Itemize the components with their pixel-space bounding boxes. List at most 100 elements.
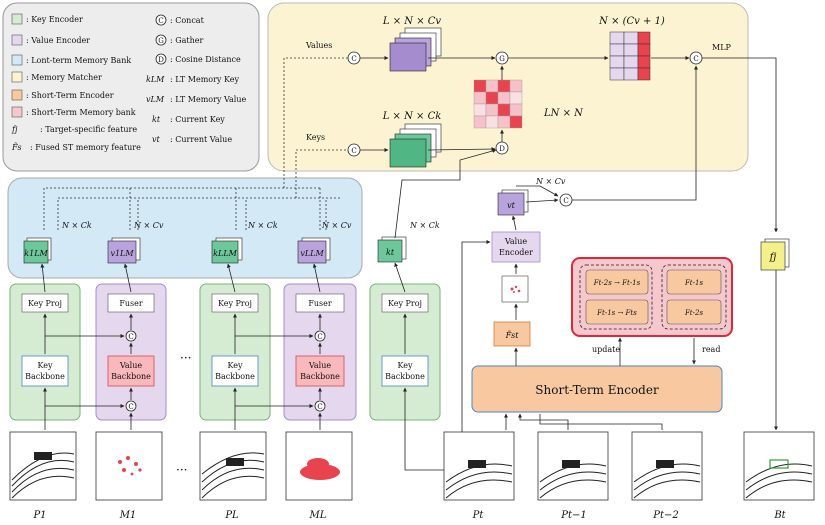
values-label: Values	[305, 41, 332, 50]
legend-lt-value-label: : LT Memory Value	[170, 95, 247, 104]
frame-mL	[285, 431, 353, 501]
legend-st-encoder-label: : Short-Term Encoder	[26, 91, 114, 100]
key-proj-current: Key Proj	[388, 299, 422, 308]
legend-lt-bank-label: : Lont-term Memory Bank	[26, 56, 131, 65]
memory-matcher-panel: Values Keys C C L × N × Cv L × N × Ck	[267, 2, 749, 172]
kL-label: kLLM	[213, 249, 237, 258]
st-cell-1: Ft-1s	[684, 279, 703, 287]
legend-cosine-symbol: D	[158, 56, 164, 64]
value-concat-1: C	[128, 403, 133, 411]
lt-value-feature-L: vLLM	[297, 237, 331, 264]
lt-key-feature-L: kLLM	[211, 237, 243, 264]
fuser-L: Fuser	[308, 299, 332, 308]
legend-value-encoder-label: : Value Encoder	[26, 36, 90, 45]
key-backbone-current-a: Key	[397, 361, 412, 370]
legend-concat-label: : Concat	[170, 16, 205, 25]
pt2-label: Pt−2	[652, 510, 679, 521]
p1-label: P1	[32, 510, 46, 521]
legend-value-encoder: : Value Encoder	[11, 34, 90, 46]
fuser-1: Fuser	[119, 299, 143, 308]
vL-dim: N × Cv	[321, 221, 352, 230]
legend-cosine: D : Cosine Distance	[155, 53, 241, 65]
keys-concat-symbol: C	[351, 147, 356, 155]
legend-kt-symbol: kt	[152, 115, 161, 124]
frame-pt	[443, 431, 515, 501]
key-backbone-1-a: Key	[37, 361, 52, 370]
kL-dim: N × Ck	[247, 221, 278, 230]
key-proj-1: Key Proj	[28, 299, 62, 308]
gather-symbol: G	[499, 55, 505, 63]
st-cell-0: Ft-2s → Ft-1s	[593, 279, 641, 287]
legend-current-key-label: : Current Key	[170, 115, 225, 124]
lt-value-feature-1: v1LM	[107, 237, 141, 264]
legend-gather: G : Gather	[155, 34, 204, 46]
mL-label: ML	[309, 510, 327, 521]
predicted-mask-thumb	[501, 275, 529, 303]
value-encoder-a: Value	[504, 237, 528, 246]
bt-label: Bt	[773, 510, 786, 521]
gather-out-dim: N × (Cv + 1)	[598, 16, 665, 27]
v1-dim: N × Cv	[133, 221, 164, 230]
frame-m1	[95, 431, 163, 501]
vt-label: vt	[507, 201, 516, 210]
st-encoder-label: Short-Term Encoder	[535, 383, 659, 397]
legend-vlm-symbol: vLM	[146, 95, 165, 104]
keys-dim-label: L × N × Ck	[382, 111, 442, 122]
key-backbone-1-b: Backbone	[25, 372, 65, 381]
legend-klm-symbol: kLM	[146, 75, 165, 84]
frame-pt2	[631, 431, 703, 501]
k1-label: k1LM	[24, 249, 48, 258]
lt-bank-dashed-links	[43, 57, 348, 230]
pL-label: PL	[224, 510, 239, 521]
encoder-arrows	[40, 263, 322, 430]
lt-key-stack	[389, 123, 442, 168]
vt-concat-symbol: C	[563, 197, 568, 205]
fused-st-feature: F̃st	[493, 321, 531, 347]
value-backbone-L-a: Value	[308, 361, 332, 370]
st-arrows	[461, 57, 778, 470]
legend-key-encoder-label: : Key Encoder	[26, 15, 83, 24]
pt1-label: Pt−1	[560, 510, 587, 521]
kt-label: kt	[386, 248, 395, 257]
st-memory-bank: Ft-2s → Ft-1s Ft-1s Ft-1s → Fts Ft-2s	[571, 257, 733, 337]
legend-st-bank: : Short-Term Memory bank	[11, 106, 136, 118]
mlp-concat-symbol: C	[693, 55, 698, 63]
m1-label: M1	[119, 510, 137, 521]
fs-label: F̃st	[505, 331, 520, 340]
vt-dim: N × Cv	[535, 177, 566, 186]
values-concat-symbol: C	[351, 55, 356, 63]
value-backbone-1-a: Value	[119, 361, 143, 370]
pt-label: Pt	[472, 510, 485, 521]
frame-pL	[199, 431, 267, 501]
frame-bt	[743, 431, 815, 501]
v1-label: v1LM	[110, 249, 134, 258]
mlp-label: MLP	[712, 43, 732, 52]
legend-cosine-label: : Cosine Distance	[170, 55, 241, 64]
value-backbone-1-b: Backbone	[111, 372, 151, 381]
keys-label: Keys	[306, 133, 325, 142]
legend-lt-key-label: : LT Memory Key	[170, 75, 239, 84]
legend-fs-symbol: F̃s	[11, 143, 22, 152]
frame-pt1	[537, 431, 609, 501]
legend-fused-label: : Fused ST memory feature	[30, 143, 141, 152]
similarity-matrix	[473, 79, 523, 129]
legend-panel: : Key Encoder : Value Encoder : Lont-ter…	[2, 2, 260, 172]
encoder-ellipsis: ···	[180, 351, 191, 365]
legend-vt-symbol: vt	[152, 135, 161, 144]
value-backbone-L-b: Backbone	[300, 372, 340, 381]
key-backbone-L-b: Backbone	[215, 372, 255, 381]
lt-memory-bank-panel	[7, 177, 363, 279]
values-dim-label: L × N × Cv	[382, 16, 442, 27]
st-cell-3: Ft-2s	[684, 309, 703, 317]
legend-fj-symbol: fj	[11, 125, 18, 134]
legend-matcher-label: : Memory Matcher	[26, 73, 102, 82]
ln-n-label: LN × N	[543, 108, 584, 119]
k1-dim: N × Ck	[61, 221, 92, 230]
fuser-concat-L: C	[317, 333, 322, 341]
kt-dim: N × Ck	[409, 221, 440, 230]
current-key-feature: kt	[377, 236, 407, 263]
read-label: read	[702, 345, 720, 354]
legend-lt-bank: : Lont-term Memory Bank	[11, 54, 131, 66]
frame-p1	[9, 431, 77, 501]
value-concat-L: C	[317, 403, 322, 411]
